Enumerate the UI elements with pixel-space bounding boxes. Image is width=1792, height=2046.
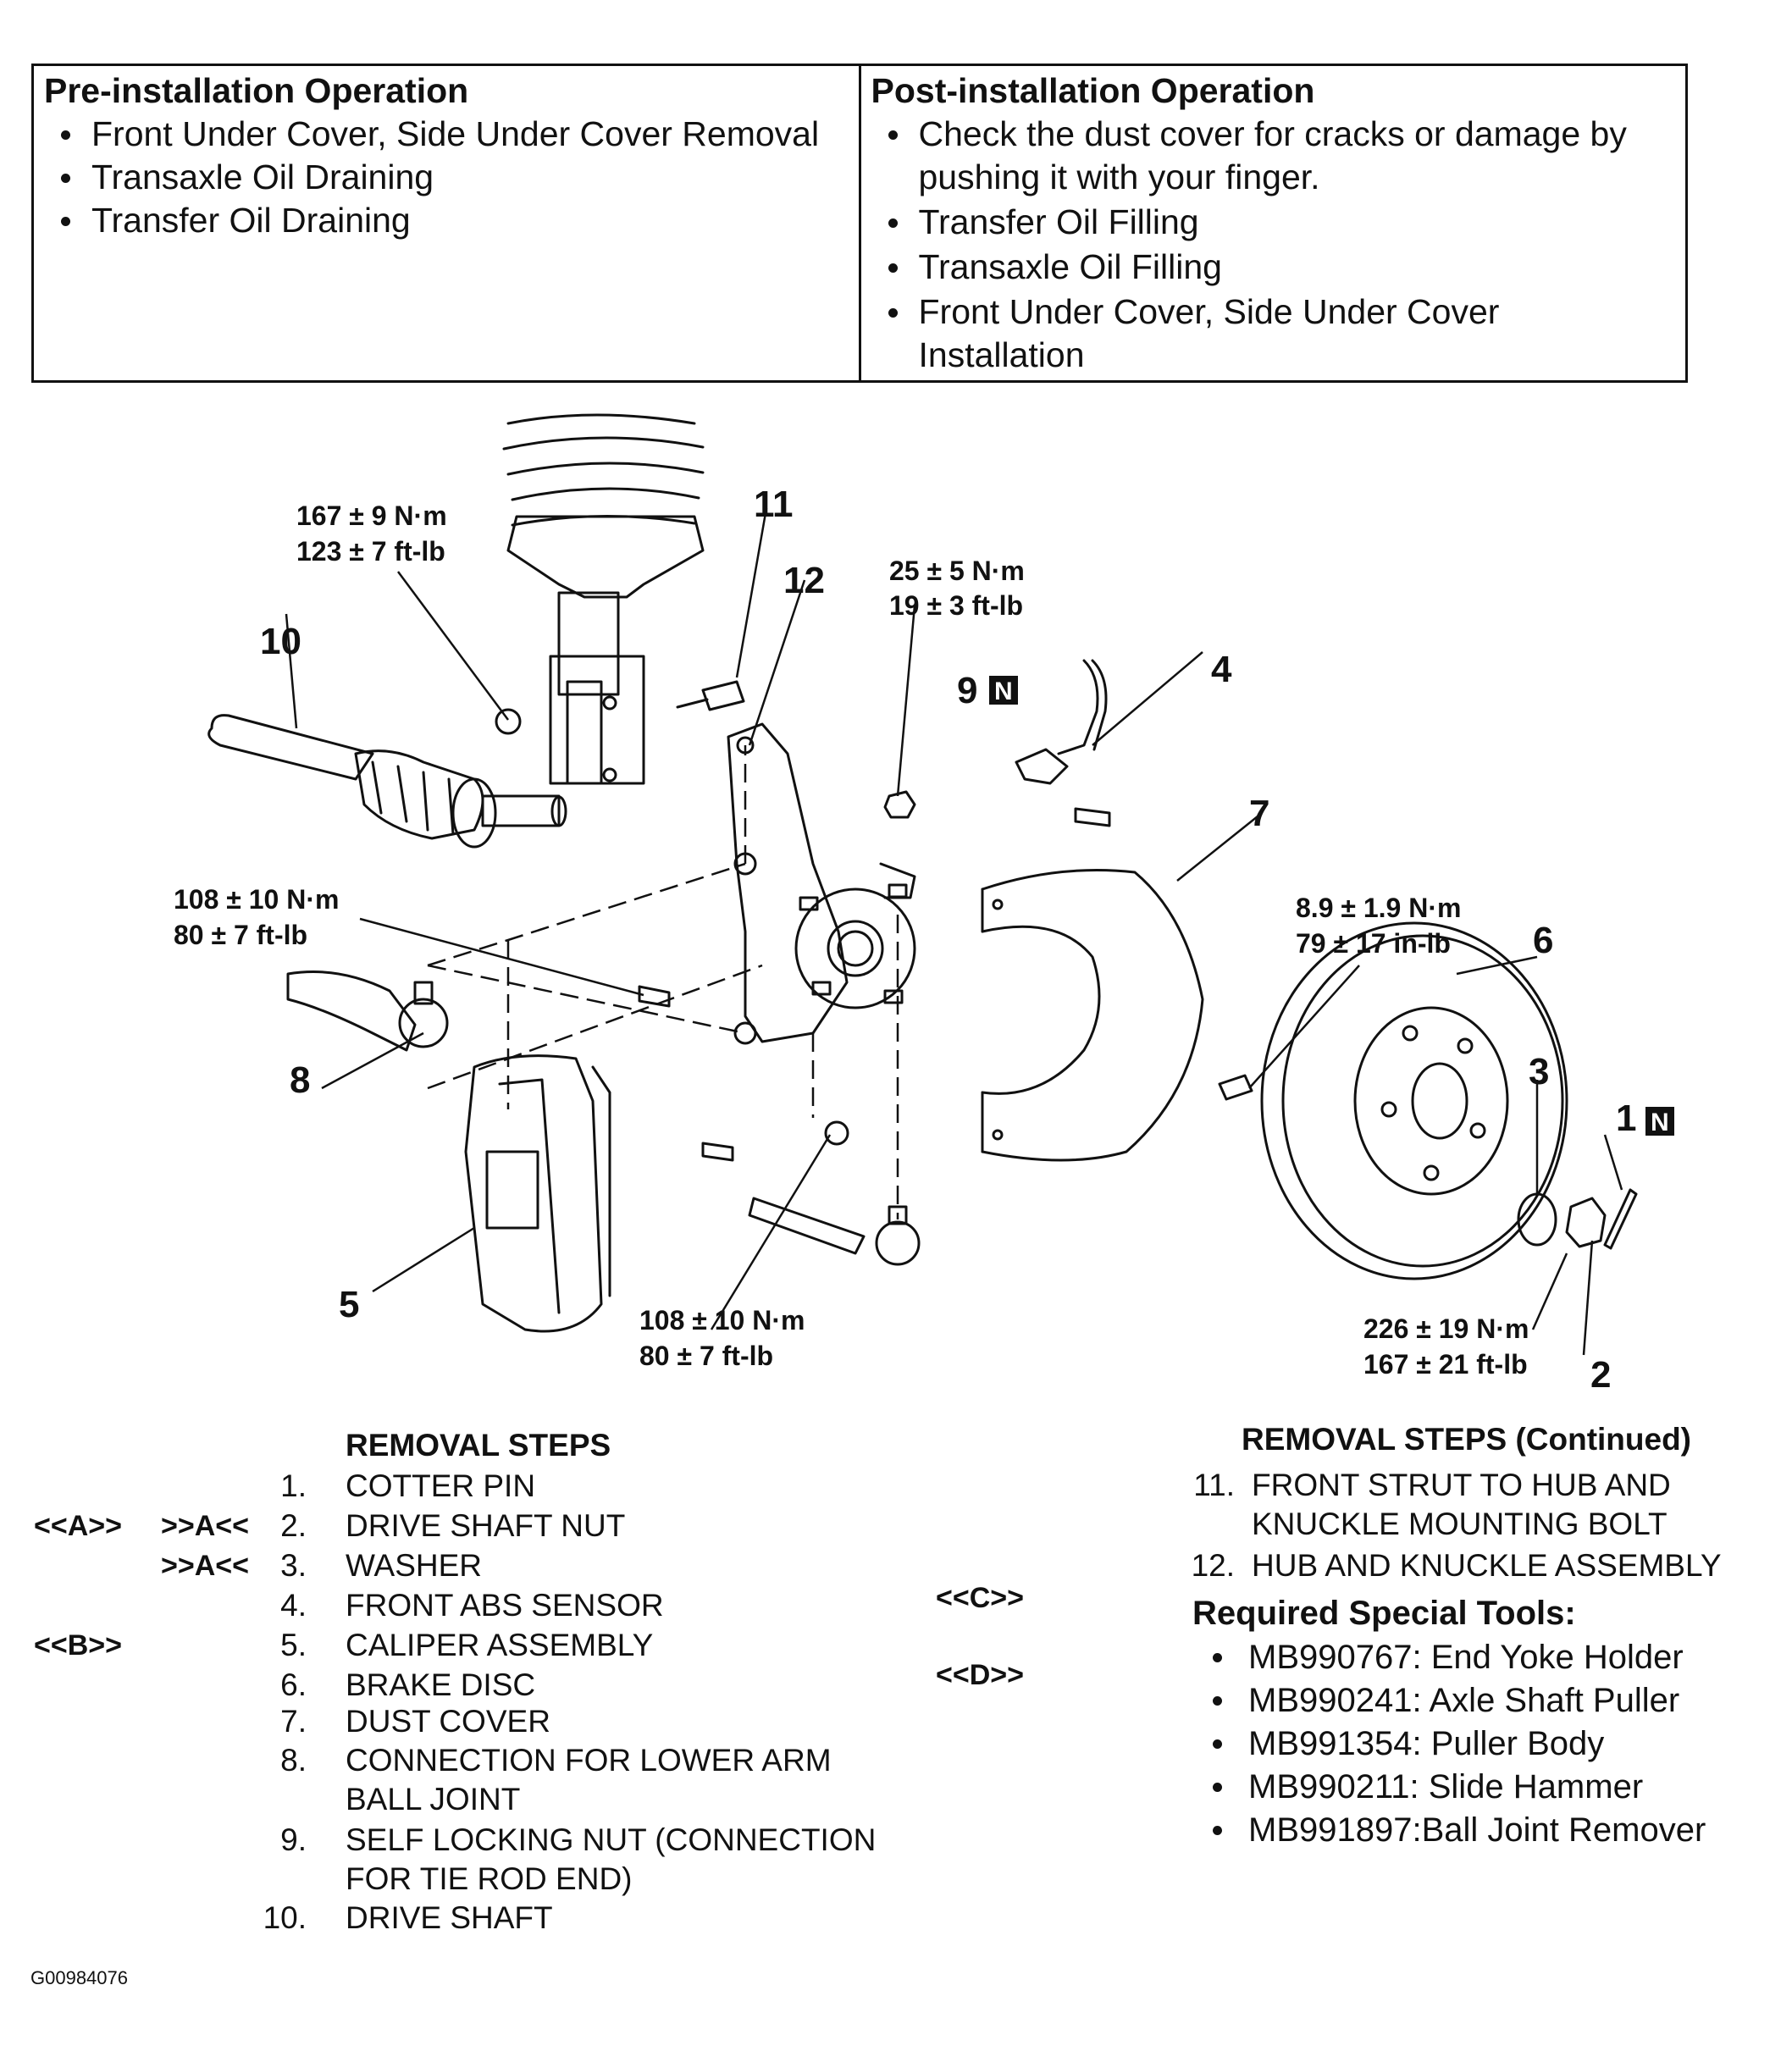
ref-code: <<A>> <box>34 1510 122 1542</box>
label-part-2: 2 <box>1590 1354 1611 1396</box>
label-part-1: 1 <box>1616 1098 1636 1139</box>
new-part-marker-1: N <box>1645 1107 1674 1136</box>
label-part-4: 4 <box>1211 649 1232 690</box>
torque-tie-rod-nm: 25 ± 5 N·m <box>889 556 1025 586</box>
pre-installation-title: Pre-installation Operation <box>44 71 469 110</box>
list-item: Transaxle Oil Draining <box>44 156 849 199</box>
torque-lower-arm-ftlb: 80 ± 7 ft-lb <box>639 1341 773 1371</box>
list-item: Check the dust cover for cracks or damag… <box>871 113 1676 199</box>
new-part-marker-9: N <box>989 676 1018 705</box>
tie-rod-nut <box>883 790 916 819</box>
dust-cover <box>981 869 1204 1162</box>
hub-knuckle <box>727 722 916 1045</box>
tool-item: MB990211: Slide Hammer <box>1211 1766 1643 1808</box>
drive-shaft-nut <box>1565 1197 1607 1248</box>
dust-cover-bolt <box>1218 1074 1253 1101</box>
brake-disc <box>1260 921 1568 1280</box>
drive-shaft <box>207 714 567 849</box>
removal-steps-continued-title: REMOVAL STEPS (Continued) <box>1242 1422 1692 1457</box>
label-part-7: 7 <box>1249 793 1269 834</box>
ref-code: <<B>> <box>34 1629 122 1662</box>
torque-caliper-nm: 108 ± 10 N·m <box>174 884 339 915</box>
tool-item: MB991897:Ball Joint Remover <box>1211 1809 1706 1851</box>
abs-sensor <box>1015 659 1111 827</box>
post-installation-list: Check the dust cover for cracks or damag… <box>871 113 1676 377</box>
tie-rod-end <box>748 1197 921 1266</box>
caliper-bolt <box>701 1142 734 1162</box>
torque-tie-rod-ftlb: 19 ± 3 ft-lb <box>889 590 1023 621</box>
list-item: Front Under Cover, Side Under Cover Inst… <box>871 290 1676 377</box>
label-part-3: 3 <box>1529 1051 1549 1092</box>
tool-item: MB990767: End Yoke Holder <box>1211 1636 1684 1678</box>
operations-table: Pre-installation Operation Front Under C… <box>31 64 1688 383</box>
caliper <box>464 1054 611 1333</box>
strut-nut <box>495 708 522 735</box>
strut-bolt <box>676 680 745 711</box>
list-item: Transaxle Oil Filling <box>871 246 1676 289</box>
lower-arm <box>286 970 449 1052</box>
list-item: Transfer Oil Draining <box>44 199 849 242</box>
ref-code: >>A<< <box>161 1550 249 1582</box>
diagram-svg: 11 12 10 9 N 4 7 6 3 1 N 2 8 5 167 ± 9 N… <box>174 413 1674 1396</box>
label-part-12: 12 <box>783 560 825 601</box>
pre-installation-list: Front Under Cover, Side Under Cover Remo… <box>44 113 849 242</box>
label-part-5: 5 <box>339 1284 359 1325</box>
torque-strut-nm: 167 ± 9 N·m <box>296 500 447 531</box>
post-installation-column: Post-installation Operation Check the du… <box>858 66 1686 380</box>
torque-dust-cover-nm: 8.9 ± 1.9 N·m <box>1296 893 1461 923</box>
label-part-9: 9 <box>957 670 977 711</box>
removal-steps-title: REMOVAL STEPS <box>346 1428 611 1463</box>
list-item: Transfer Oil Filling <box>871 201 1676 244</box>
torque-strut-ftlb: 123 ± 7 ft-lb <box>296 536 445 567</box>
svg-text:N: N <box>994 677 1013 705</box>
list-item: Front Under Cover, Side Under Cover Remo… <box>44 113 849 156</box>
washer <box>1517 1192 1557 1247</box>
figure-id: G00984076 <box>30 1967 128 1988</box>
exploded-diagram: 11 12 10 9 N 4 7 6 3 1 N 2 8 5 167 ± 9 N… <box>0 390 1792 1406</box>
leader-lines <box>285 507 1623 1356</box>
label-part-6: 6 <box>1533 920 1553 961</box>
lower-arm-nut <box>824 1120 849 1146</box>
pre-installation-column: Pre-installation Operation Front Under C… <box>34 66 859 380</box>
svg-text:N: N <box>1651 1109 1669 1136</box>
tool-item: MB991354: Puller Body <box>1211 1723 1604 1765</box>
label-part-10: 10 <box>260 621 301 662</box>
torque-lower-arm-nm: 108 ± 10 N·m <box>639 1305 805 1335</box>
torque-dust-cover-inlb: 79 ± 17 in-lb <box>1296 928 1451 959</box>
label-part-11: 11 <box>754 484 794 525</box>
special-tools-title: Required Special Tools: <box>1192 1595 1576 1632</box>
tool-item: MB990241: Axle Shaft Puller <box>1211 1679 1679 1722</box>
torque-drive-shaft-nm: 226 ± 19 N·m <box>1363 1313 1529 1344</box>
ref-code: <<C>> <box>936 1582 1024 1614</box>
torque-caliper-ftlb: 80 ± 7 ft-lb <box>174 920 307 950</box>
ref-code: >>A<< <box>161 1510 249 1542</box>
post-installation-title: Post-installation Operation <box>871 71 1315 110</box>
torque-drive-shaft-ftlb: 167 ± 21 ft-lb <box>1363 1349 1528 1380</box>
ref-code: <<D>> <box>936 1659 1024 1691</box>
label-part-8: 8 <box>290 1059 310 1101</box>
caliper-bolt <box>638 985 671 1008</box>
cotter-pin <box>1603 1188 1638 1250</box>
strut-assembly <box>502 413 705 785</box>
alignment-lines <box>427 745 899 1219</box>
